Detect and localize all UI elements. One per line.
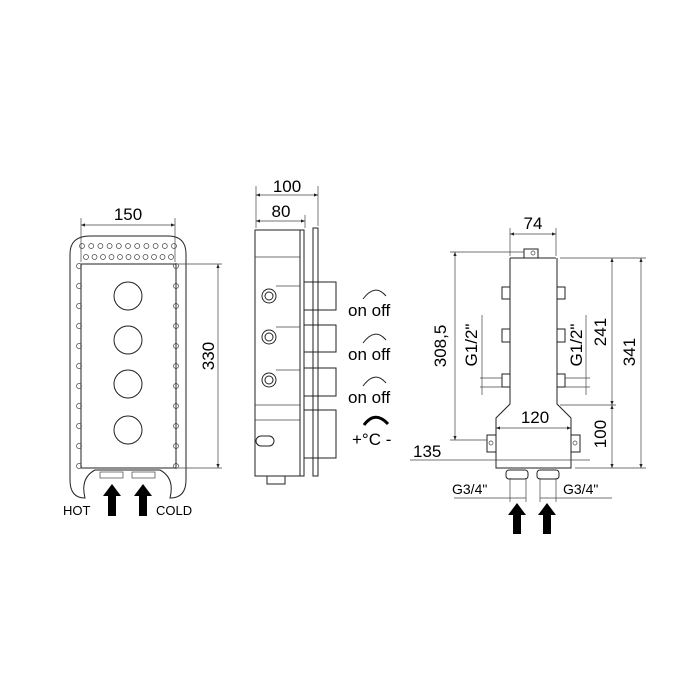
control-label-1: on off bbox=[348, 301, 391, 320]
frame-hole bbox=[173, 303, 179, 309]
frame-hole bbox=[76, 343, 82, 349]
cold-inlet-arrow-icon bbox=[134, 484, 152, 516]
height-dimension: 330 bbox=[199, 342, 218, 370]
temperature-arc-icon bbox=[362, 415, 390, 426]
frame-hole bbox=[91, 254, 98, 260]
frame-hole bbox=[171, 243, 177, 249]
frame-hole bbox=[173, 463, 179, 469]
body-depth-dimension: 80 bbox=[272, 202, 291, 221]
left-bracket bbox=[486, 434, 497, 453]
frame-hole bbox=[100, 254, 106, 260]
height-341-dimension: 341 bbox=[620, 338, 639, 366]
frame-hole bbox=[161, 243, 168, 249]
offset-135-dimension: 135 bbox=[413, 442, 441, 461]
outlet-left-thread: G1/2" bbox=[462, 324, 481, 367]
frame-hole bbox=[83, 254, 89, 260]
frame-hole bbox=[173, 423, 179, 429]
handle-1 bbox=[303, 281, 337, 311]
frame-hole bbox=[106, 243, 113, 249]
frame-hole bbox=[152, 243, 159, 249]
control-knob-1 bbox=[113, 281, 143, 311]
rotate-arc-icon bbox=[362, 333, 387, 344]
frame-hole bbox=[142, 254, 149, 260]
frame-hole bbox=[159, 254, 166, 260]
inlet-left-thread: G3/4" bbox=[452, 481, 487, 497]
right-inlet-arrow-icon bbox=[538, 503, 556, 534]
frame-hole bbox=[76, 463, 82, 469]
thermostat-knob bbox=[113, 415, 143, 445]
frame-hole bbox=[79, 243, 85, 249]
control-label-2: on off bbox=[348, 345, 391, 364]
handle-3 bbox=[303, 367, 337, 397]
frame-hole bbox=[151, 254, 157, 260]
frame-hole bbox=[76, 323, 82, 329]
frame-hole bbox=[173, 283, 179, 289]
frame-hole bbox=[168, 254, 174, 260]
outlet-right-thread: G1/2" bbox=[567, 324, 586, 367]
frame-hole bbox=[134, 254, 140, 260]
control-knob-3 bbox=[113, 369, 143, 399]
height-100-dimension: 100 bbox=[591, 420, 610, 448]
handle-2 bbox=[303, 324, 337, 353]
body-outline bbox=[495, 258, 572, 469]
frame-hole bbox=[76, 403, 82, 409]
frame-hole bbox=[173, 343, 179, 349]
thermostat-label: +°C - bbox=[352, 430, 391, 449]
total-depth-dimension: 100 bbox=[273, 177, 301, 196]
hot-label: HOT bbox=[63, 503, 91, 518]
frame-hole bbox=[125, 254, 132, 260]
frame-hole bbox=[76, 383, 82, 389]
frame-hole bbox=[173, 263, 179, 269]
side-view: 100 80 on off on off on off +°C - bbox=[254, 177, 391, 485]
frame-hole bbox=[125, 243, 131, 249]
frame-hole bbox=[76, 263, 82, 269]
cold-label: COLD bbox=[156, 503, 192, 518]
frame-hole bbox=[143, 243, 150, 249]
frame-hole bbox=[76, 423, 82, 429]
height-241-dimension: 241 bbox=[591, 318, 610, 346]
cover-plate bbox=[80, 263, 177, 469]
top-bracket bbox=[523, 248, 539, 259]
top-width-dimension: 74 bbox=[524, 214, 543, 233]
rear-view: 74 308,5 G1/2" G1/2" 241 100 341 120 135… bbox=[410, 214, 646, 534]
outlet-connections bbox=[255, 285, 300, 447]
width-dimension: 150 bbox=[114, 205, 142, 224]
rotate-arc-icon bbox=[362, 289, 387, 300]
inlet-hot bbox=[99, 471, 124, 479]
inlet-right-thread: G3/4" bbox=[563, 481, 598, 497]
control-label-3: on off bbox=[348, 388, 391, 407]
left-inlet-arrow-icon bbox=[508, 503, 526, 534]
frame-hole bbox=[76, 363, 82, 369]
frame-hole bbox=[173, 443, 179, 449]
frame-hole bbox=[173, 363, 179, 369]
mounting-plate bbox=[299, 229, 305, 477]
rotate-arc-icon bbox=[362, 376, 387, 387]
frame-hole bbox=[173, 383, 179, 389]
frame-hole bbox=[88, 243, 95, 249]
frame-hole bbox=[115, 243, 122, 249]
frame-holes bbox=[76, 243, 179, 469]
front-view: 150 330 HOT COLD bbox=[63, 205, 222, 518]
frame-hole bbox=[134, 243, 141, 249]
frame-hole bbox=[76, 443, 82, 449]
frame-hole bbox=[76, 283, 82, 289]
frame-hole bbox=[76, 303, 82, 309]
frame-hole bbox=[173, 403, 179, 409]
hot-inlet-arrow-icon bbox=[103, 484, 121, 516]
height-308-dimension: 308,5 bbox=[431, 325, 450, 368]
mounting-frame-outline bbox=[69, 235, 187, 499]
thermostat-handle bbox=[303, 409, 337, 459]
frame-hole bbox=[173, 323, 179, 329]
frame-hole bbox=[97, 243, 104, 249]
control-knob-2 bbox=[113, 325, 143, 355]
valve-body bbox=[254, 229, 301, 477]
inlet-cold bbox=[131, 471, 156, 479]
bottom-width-dimension: 120 bbox=[521, 408, 549, 427]
frame-hole bbox=[108, 254, 115, 260]
right-bracket bbox=[570, 434, 581, 453]
frame-hole bbox=[117, 254, 123, 260]
